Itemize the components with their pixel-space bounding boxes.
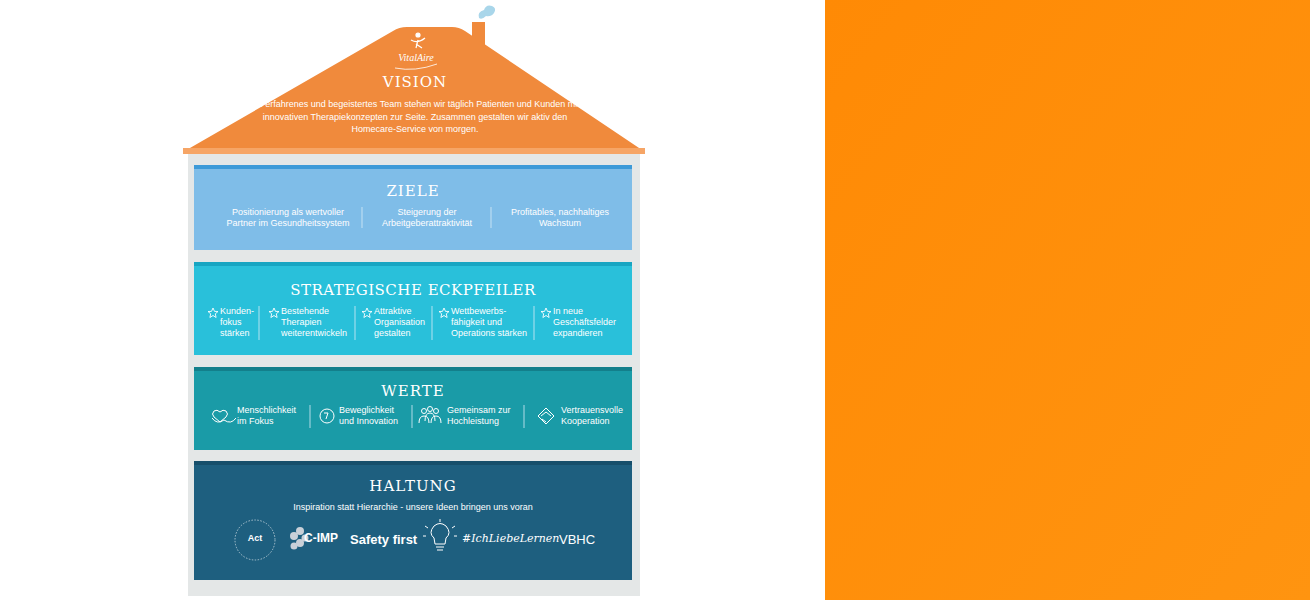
item-text: Wettbewerbs- fähigkeit und Operations st… — [451, 306, 533, 339]
attitude-logos — [235, 519, 457, 560]
floor-eckpfeiler — [194, 262, 632, 355]
floor-ziele — [194, 165, 632, 250]
item-text: Vertrauensvolle Kooperation — [561, 405, 631, 427]
item-text: Beweglichkeit und Innovation — [339, 405, 409, 427]
heading: STRATEGISCHE ECKPFEILER — [194, 281, 632, 299]
item-text: Attraktive Organisation gestalten — [374, 306, 430, 339]
heading: WERTE — [194, 382, 632, 400]
heading: VISION — [232, 73, 598, 91]
logo-figure — [411, 33, 425, 48]
house-floor: HALTUNG Inspiration statt Hierarchie - un… — [194, 461, 632, 580]
heading: ZIELE — [194, 182, 632, 200]
house-floor: STRATEGISCHE ECKPFEILER Kunden- fokus stä… — [194, 262, 632, 355]
smoke — [479, 6, 496, 19]
logo-text: Act — [240, 533, 270, 544]
floor-haltung — [194, 461, 632, 580]
item-text: Profitables, nachhaltiges Wachstum — [494, 207, 626, 229]
item-text: Menschlichkeit im Fokus — [237, 405, 307, 427]
logo-swoosh — [395, 64, 437, 69]
floor-werte — [194, 367, 632, 450]
item-text: In neue Geschäftsfelder expandieren — [553, 306, 629, 339]
floor-strip — [194, 367, 632, 371]
logo-text: Safety first — [350, 532, 430, 548]
orange-panel — [825, 0, 1310, 600]
floor-strip — [194, 461, 632, 465]
floor-strip — [194, 165, 632, 169]
heading: HALTUNG — [194, 477, 632, 495]
item-text: Kunden- fokus stärken — [220, 306, 258, 339]
item-text: Steigerung der Arbeitgeberattraktivität — [366, 207, 488, 229]
logo-text: #IchLiebeLernen — [462, 532, 558, 545]
roof-edge — [183, 148, 645, 154]
roof-band: VISION Als erfahrenes und begeistertes Te… — [232, 70, 598, 148]
body-text: Inspiration statt Hierarchie - unsere Id… — [204, 502, 622, 513]
item-text: Bestehende Therapien weiterentwickeln — [281, 306, 351, 339]
body-text: Als erfahrenes und begeistertes Team ste… — [250, 98, 580, 136]
roof — [183, 27, 645, 152]
house-floor: ZIELE Positionierung als wertvoller Partn… — [194, 165, 632, 250]
house-floor: WERTE Menschlichkeit im Fokus Beweglichkei… — [194, 367, 632, 450]
house-body — [188, 150, 640, 596]
floor-strip — [194, 262, 632, 266]
item-text: Gemeinsam zur Hochleistung — [447, 405, 525, 427]
logo-text: VBHC — [559, 532, 603, 548]
logo-text: C-IMP — [304, 531, 352, 545]
item-text: Positionierung als wertvoller Partner im… — [216, 207, 360, 229]
logo-wordmark: VitalAire — [366, 52, 466, 63]
